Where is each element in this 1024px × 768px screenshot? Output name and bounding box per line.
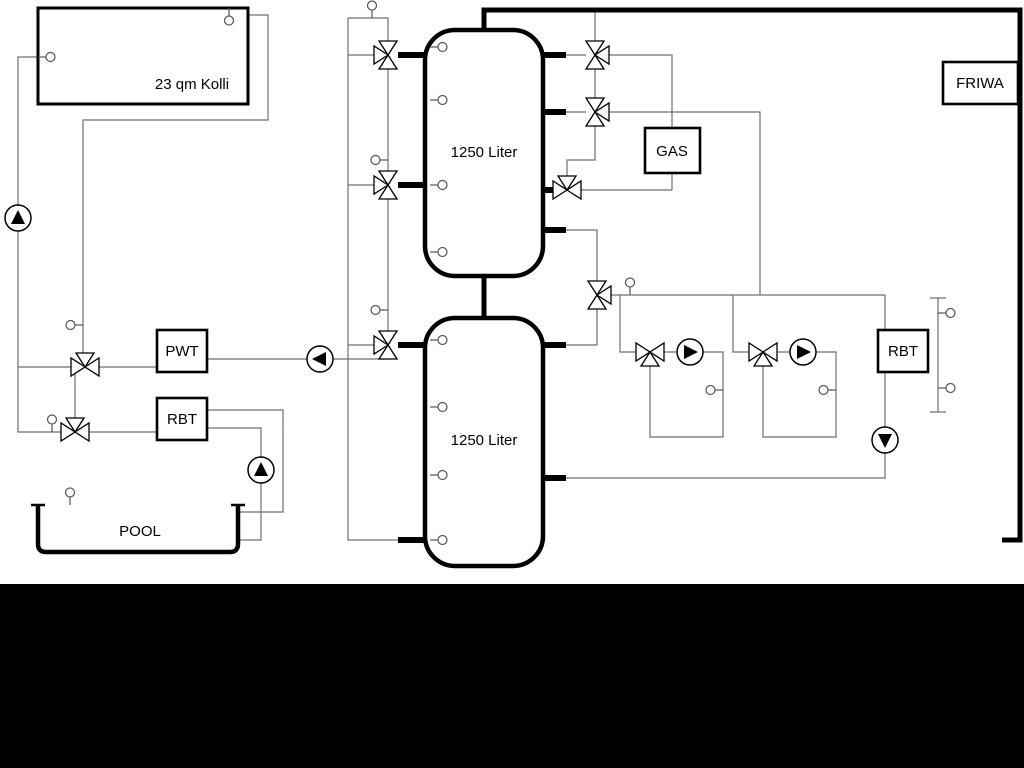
pool-mixing-valve-icon xyxy=(60,417,90,442)
heating-circuit-2-valve-icon xyxy=(748,342,778,367)
boiler-zone-valve-icon xyxy=(585,97,610,127)
dhw-circulation-pump-icon xyxy=(871,426,899,454)
solar-pump-icon xyxy=(4,204,32,232)
friwa-label: FRIWA xyxy=(956,75,1004,92)
pipe-network xyxy=(17,10,1020,541)
collector-label: 23 qm Kolli xyxy=(155,76,229,93)
hot-supply-main-pipe xyxy=(481,7,1023,543)
tank-connection-stubs xyxy=(398,52,566,543)
buffer-charge-pipes xyxy=(347,17,398,541)
boiler-return-valve-icon xyxy=(552,175,582,200)
charge-line-sensor-top-icon xyxy=(366,0,378,19)
pwt-heat-exchanger-box xyxy=(155,328,209,374)
boiler-supply-valve-icon xyxy=(585,40,610,70)
boiler-pipes xyxy=(566,10,761,346)
pool-temperature-sensor-icon xyxy=(64,487,76,506)
pool-return-sensor-icon xyxy=(46,414,58,433)
collector-box xyxy=(36,6,250,106)
charge-line-sensor-middle-icon xyxy=(370,154,389,166)
buffer-tank-lower-label: 1250 Liter xyxy=(451,432,518,449)
heating-circuit-2-sensor-icon xyxy=(818,384,837,396)
buffer-tank-upper xyxy=(422,27,546,279)
heating-distribution-pipes xyxy=(566,82,1020,479)
stratification-valve-middle-icon xyxy=(373,170,398,200)
pwt-mixing-valve-icon xyxy=(70,352,100,377)
buffer-tank-upper-label: 1250 Liter xyxy=(451,144,518,161)
pool-basin xyxy=(35,505,241,555)
buffer-charge-pump-icon xyxy=(306,345,334,373)
heating-circuit-1-sensor-icon xyxy=(705,384,724,396)
heating-circuit-1-valve-icon xyxy=(635,342,665,367)
heating-pump-1-icon xyxy=(676,338,704,366)
stratification-valve-bottom-icon xyxy=(373,330,398,360)
pool-pipes xyxy=(207,409,284,541)
rbt-secondary-sensor-top-icon xyxy=(937,307,956,319)
gas-boiler-label: GAS xyxy=(656,143,688,160)
gas-boiler-box xyxy=(643,126,702,175)
pool-label: POOL xyxy=(119,523,161,540)
distribution-supply-sensor-icon xyxy=(624,277,636,296)
buffer-tank-lower xyxy=(422,315,546,569)
rbt-left-label: RBT xyxy=(167,411,197,428)
stratification-valve-top-icon xyxy=(373,40,398,70)
pool-pump-icon xyxy=(247,456,275,484)
pwt-label: PWT xyxy=(165,343,198,360)
rbt-secondary-sensor-bottom-icon xyxy=(937,382,956,394)
rbt-right-label: RBT xyxy=(888,343,918,360)
pwt-supply-sensor-icon xyxy=(65,319,84,331)
rbt-left-box xyxy=(155,396,209,442)
distribution-valve-icon xyxy=(587,280,612,310)
charge-line-sensor-bottom-icon xyxy=(370,304,389,316)
heating-pump-2-icon xyxy=(789,338,817,366)
friwa-station-box xyxy=(941,60,1020,106)
letterbox-mask xyxy=(0,584,1024,768)
rbt-right-box xyxy=(876,328,930,374)
solar-pipes xyxy=(17,14,388,433)
